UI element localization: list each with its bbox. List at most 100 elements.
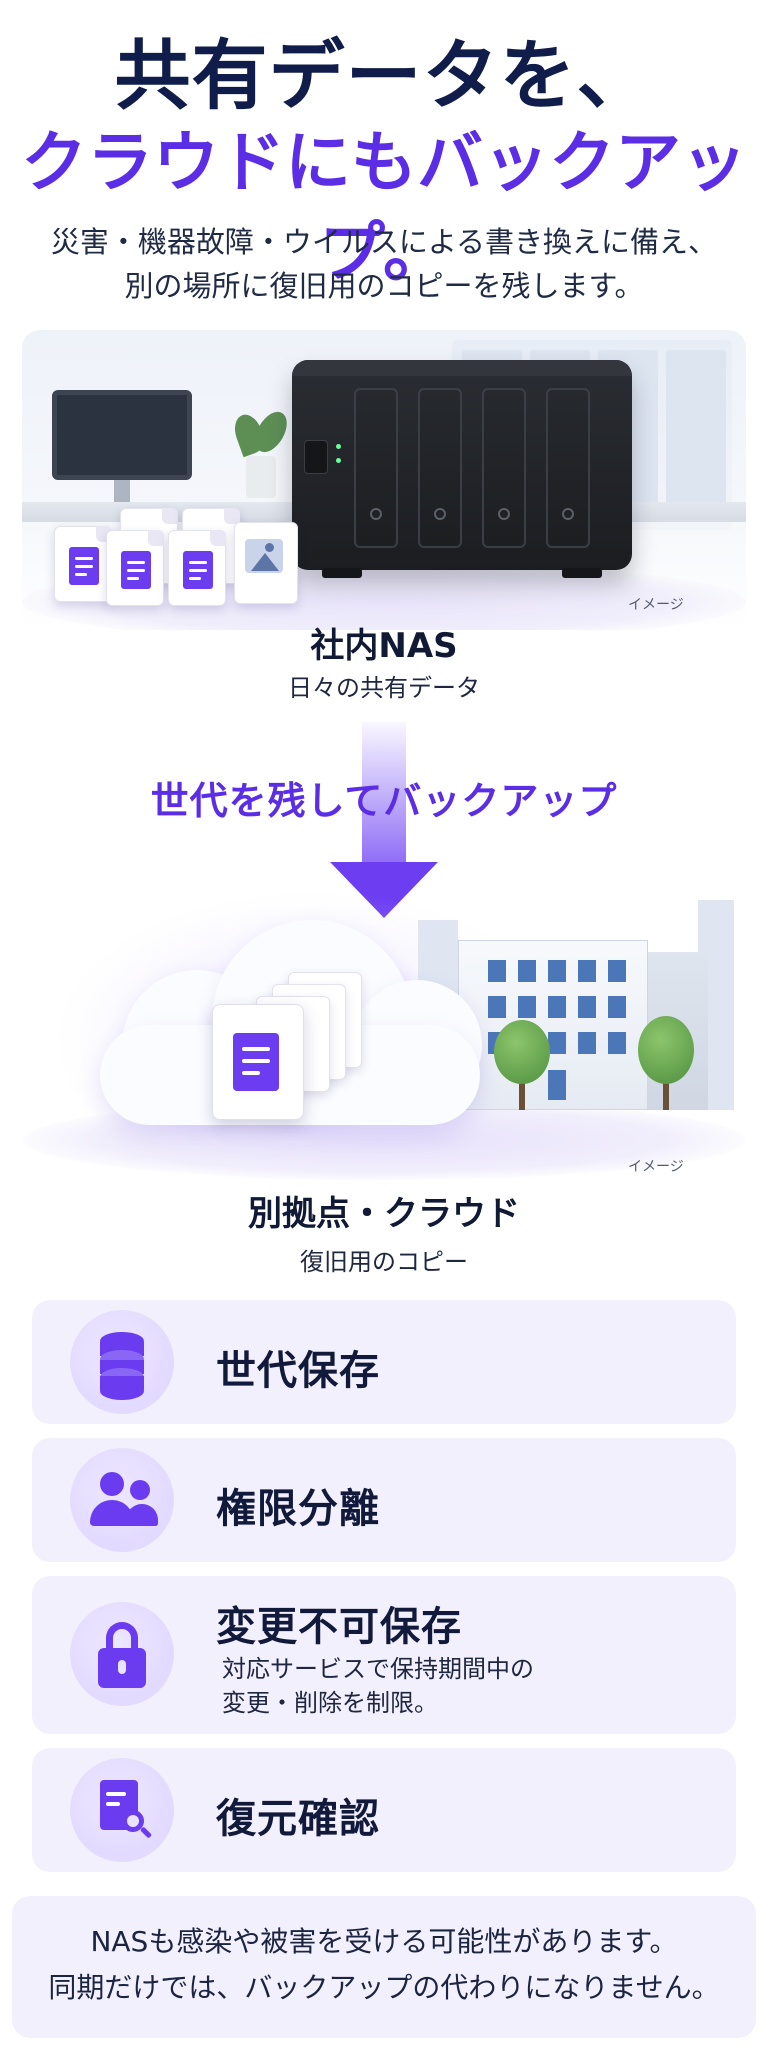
building-window	[608, 1032, 626, 1054]
user-body	[126, 1504, 158, 1526]
cloud-label: 別拠点・クラウド	[248, 1194, 520, 1234]
backup-arrow-stem	[362, 722, 406, 867]
feature-title: 変更不可保存	[216, 1604, 462, 1650]
hero-subtitle: 災害・機器故障・ウイルスによる書き換えに備え、 別の場所に復旧用のコピーを残しま…	[0, 220, 768, 308]
doc-line	[189, 577, 201, 580]
building-window	[578, 996, 596, 1018]
nas-led	[336, 458, 341, 463]
document-icon	[168, 530, 226, 606]
building-window	[608, 996, 626, 1018]
icon-circle	[70, 1448, 174, 1552]
doc-fold	[162, 508, 178, 524]
drive-bay	[546, 388, 590, 548]
icon-circle	[70, 1602, 174, 1706]
drive-bay	[418, 388, 462, 548]
tree-trunk	[519, 1070, 525, 1110]
icon-circle	[70, 1758, 174, 1862]
document-icon	[106, 530, 164, 606]
lock-keyhole	[118, 1660, 126, 1674]
doc-sheet	[121, 551, 151, 589]
building-window	[608, 960, 626, 982]
drive-bay-knob	[434, 508, 446, 520]
building-window	[548, 960, 566, 982]
nas-power-panel	[304, 440, 328, 474]
user-head	[130, 1480, 150, 1500]
users-icon	[100, 1472, 124, 1496]
nas-sublabel: 日々の共有データ	[288, 674, 480, 702]
feature-card-generation: 世代保存	[32, 1300, 736, 1424]
doc-line	[242, 1047, 270, 1051]
warning-note: NASも感染や被害を受ける可能性があります。 同期だけでは、バックアップの代わり…	[12, 1896, 756, 2038]
doc-line	[242, 1059, 270, 1063]
feature-title: 権限分離	[216, 1486, 380, 1532]
nas-foot	[322, 568, 362, 578]
drive-bay	[354, 388, 398, 548]
icon-circle	[70, 1310, 174, 1414]
down-arrow-icon	[330, 862, 438, 918]
building-window	[518, 960, 536, 982]
image-file-icon	[234, 522, 298, 604]
building-entrance	[548, 1070, 566, 1100]
drive-bay-knob	[370, 508, 382, 520]
building-window	[578, 960, 596, 982]
feature-description-line2: 変更・削除を制限。	[222, 1689, 438, 1717]
drive-bay-knob	[498, 508, 510, 520]
document-icon	[54, 526, 112, 602]
feature-title: 復元確認	[216, 1796, 380, 1842]
drive-bay	[482, 388, 526, 548]
doc-line	[127, 577, 139, 580]
building-window	[548, 1032, 566, 1054]
building-window	[578, 1032, 596, 1054]
cloud-sublabel: 復旧用のコピー	[300, 1248, 468, 1276]
feature-card-restore: 復元確認	[32, 1748, 736, 1872]
building-window	[488, 996, 506, 1018]
doc-sheet	[69, 547, 99, 585]
doc-fold	[210, 530, 226, 546]
image-sun	[265, 543, 274, 552]
doc-line	[106, 1792, 126, 1796]
nas-foot	[562, 568, 602, 578]
monitor-illustration	[52, 390, 192, 480]
lock-icon	[106, 1622, 138, 1658]
image-mountain	[251, 553, 279, 571]
doc-sheet	[233, 1033, 279, 1091]
drive-bay-knob	[562, 508, 574, 520]
tree-icon	[494, 1020, 550, 1084]
nas-top	[292, 360, 632, 376]
feature-description-line1: 対応サービスで保持期間中の	[222, 1655, 534, 1683]
hero-title-line1: 共有データを、	[114, 31, 654, 120]
tree-trunk	[663, 1070, 669, 1110]
nas-scene-illustration: イメージ	[22, 330, 746, 630]
feature-description: 対応サービスで保持期間中の 変更・削除を制限。	[222, 1652, 534, 1720]
building-window	[548, 996, 566, 1018]
monitor-stand	[114, 480, 130, 506]
doc-line	[189, 561, 207, 564]
magnifier-handle	[139, 1826, 153, 1839]
nas-label: 社内NAS	[310, 626, 458, 666]
nas-led	[336, 444, 341, 449]
doc-line	[75, 573, 87, 576]
tree-icon	[638, 1016, 694, 1084]
plant-pot	[246, 456, 276, 498]
feature-card-permission: 権限分離	[32, 1438, 736, 1562]
nas-device	[292, 360, 632, 578]
magnifier-ring	[122, 1810, 144, 1832]
document-icon	[212, 1004, 304, 1120]
doc-fold	[148, 530, 164, 546]
doc-line	[106, 1802, 120, 1806]
feature-card-immutable: 変更不可保存 対応サービスで保持期間中の 変更・削除を制限。	[32, 1576, 736, 1734]
window-pane	[666, 350, 726, 520]
building-window	[488, 960, 506, 982]
hero-subtitle-line2: 別の場所に復旧用のコピーを残します。	[124, 269, 644, 303]
doc-sheet	[183, 551, 213, 589]
doc-line	[189, 569, 207, 572]
doc-line	[75, 557, 93, 560]
doc-fold	[224, 508, 240, 524]
feature-title: 世代保存	[216, 1348, 380, 1394]
doc-line	[75, 565, 93, 568]
doc-line	[242, 1071, 260, 1075]
doc-line	[127, 561, 145, 564]
note-line1: NASも感染や被害を受ける可能性があります。	[90, 1925, 678, 1958]
hero-subtitle-line1: 災害・機器故障・ウイルスによる書き換えに備え、	[50, 225, 718, 259]
